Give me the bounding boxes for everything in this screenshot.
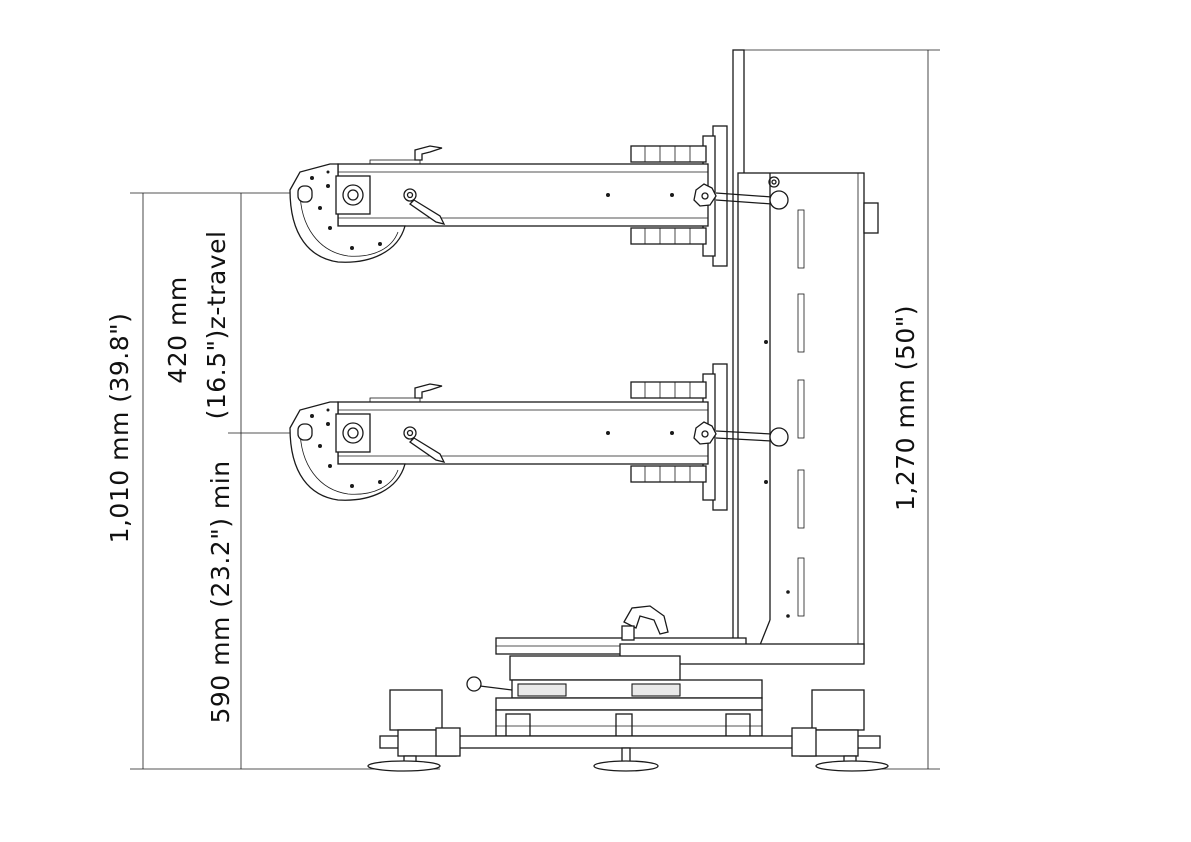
dim-min-height: 590 mm (23.2") min <box>206 460 235 723</box>
dim-overall-height: 1,270 mm (50") <box>891 305 920 511</box>
base-stage <box>367 605 889 772</box>
upper-arm <box>289 125 789 267</box>
dim-z-travel-in: (16.5")z-travel <box>202 231 231 420</box>
lower-arm <box>289 363 789 511</box>
dim-overall-reach: 1,010 mm (39.8") <box>105 313 134 544</box>
dim-z-travel-mm: 420 mm <box>163 276 192 383</box>
dimension-lines <box>130 49 940 770</box>
vertical-column <box>732 49 879 651</box>
